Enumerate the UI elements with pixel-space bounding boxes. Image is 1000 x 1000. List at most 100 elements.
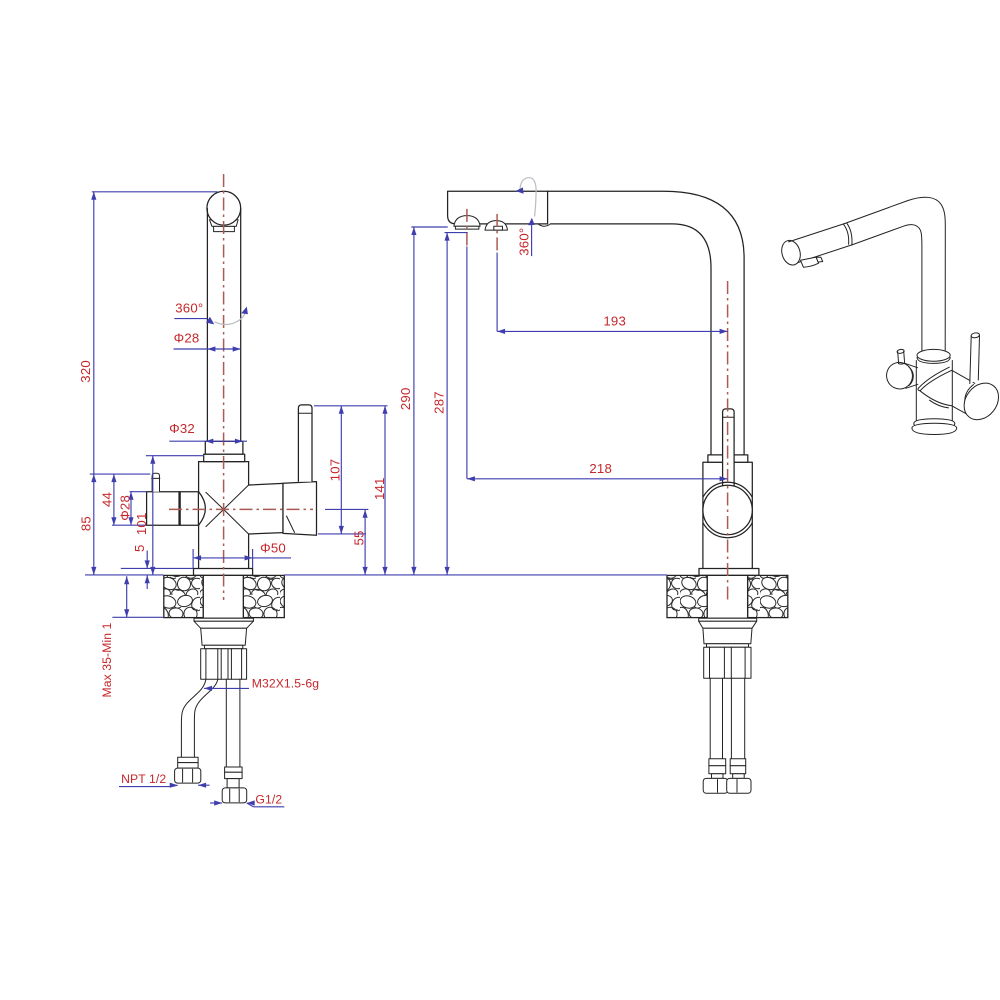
front-right-handle-line-2: [286, 515, 295, 533]
front-left-handle-rect-2: [178, 491, 200, 526]
front-mounting-path-3: [200, 627, 248, 646]
front-left-handle-rect-1: [145, 491, 181, 526]
dim-phi28-handle-polygon-4: [128, 517, 134, 526]
iso-body-path-2: [916, 357, 951, 364]
side-countertop-rect-2: [746, 574, 789, 619]
dim-phi28-handle-label: Φ28: [118, 495, 133, 521]
iso-body-ellipse-1: [916, 348, 951, 362]
dim-320-label: 320: [78, 360, 93, 383]
dim-218-label: 218: [589, 461, 612, 476]
dim-287-polygon-3: [444, 232, 450, 241]
dim-5: 5: [120, 544, 194, 589]
dim-193: 193: [496, 252, 728, 334]
dim-360-side-path-3: [519, 177, 537, 217]
dim-npt: NPT 1/2: [119, 772, 210, 788]
dim-44-polygon-3: [111, 474, 117, 483]
side-view: [446, 190, 789, 794]
side-hoses-rect-12: [726, 777, 752, 794]
dim-193-polygon-3: [497, 328, 506, 334]
front-countertop-rect-1: [163, 574, 204, 619]
dim-193-label: 193: [603, 313, 626, 328]
dim-360-side: 360°: [515, 177, 537, 257]
iso-right-handle-ellipse-7: [970, 332, 980, 339]
side-hoses-rect-5: [708, 758, 727, 767]
side-base-flange: [698, 567, 760, 577]
front-countertop: [163, 574, 285, 619]
dim-55-polygon-3: [362, 509, 368, 518]
dim-phi28-spout-polygon-3: [232, 346, 241, 352]
side-spout-tube-path-2: [549, 223, 712, 456]
dim-101-polygon-3: [150, 455, 156, 464]
dim-360-side-label: 360°: [517, 228, 532, 256]
front-hose-curved-path-2: [193, 678, 219, 758]
dim-290: 290: [398, 226, 448, 575]
dim-141-label: 141: [372, 477, 387, 500]
front-countertop-rect-2: [242, 574, 285, 619]
dim-55: 55: [325, 508, 369, 575]
iso-spray-head-path-5: [846, 222, 853, 246]
iso-left-handle: [886, 348, 919, 390]
dim-85-label: 85: [79, 516, 94, 531]
dim-phi32-polygon-2: [205, 438, 214, 444]
front-body-path-3: [197, 491, 207, 526]
dim-g12-polygon-4: [246, 800, 255, 806]
dim-phi28-handle: Φ28: [118, 491, 147, 526]
iso-spray-head-ellipse-1: [781, 239, 801, 266]
dim-phi32: Φ32: [169, 421, 247, 444]
dim-phi28-spout-label: Φ28: [174, 330, 200, 345]
front-mounting-rect-4: [204, 644, 244, 650]
iso-left-handle-path-6: [897, 362, 906, 365]
front-hose-curved-rect-5: [174, 767, 202, 784]
dim-218-polygon-3: [466, 476, 475, 482]
front-right-arm-line-2: [247, 531, 284, 535]
front-right-handle: [282, 404, 318, 536]
dim-360-front: 360°: [174, 300, 248, 326]
dim-phi32-label: Φ32: [169, 421, 195, 436]
dim-phi28-spout: Φ28: [173, 330, 241, 352]
side-hoses-rect-10: [732, 773, 745, 779]
dim-360-side-polygon-2: [528, 217, 535, 226]
dim-107-polygon-3: [338, 405, 344, 414]
dim-max35-label: Max 35-Min 1: [100, 622, 114, 697]
iso-left-handle-ellipse-2: [886, 361, 913, 390]
dim-m32-polygon-2: [204, 685, 212, 691]
dim-141: 141: [372, 405, 388, 575]
dim-phi28-spout-polygon-2: [207, 346, 216, 352]
dim-320-polygon-3: [91, 191, 97, 200]
iso-spray-head-path-4: [843, 223, 850, 245]
front-hose-straight: [221, 678, 248, 804]
iso-spray-head: [781, 222, 853, 268]
iso-spray-head-line-2: [788, 223, 845, 243]
front-mounting-path-2: [193, 620, 254, 629]
side-mounting-path-2: [698, 620, 758, 629]
dim-phi50-polygon-4: [193, 555, 202, 561]
dim-101: 101: [134, 455, 204, 575]
dim-85-polygon-2: [91, 474, 97, 483]
dim-85: 85: [79, 473, 151, 531]
iso-body-path-6: [911, 422, 958, 435]
dim-44: 44: [100, 474, 147, 526]
iso-body: [911, 348, 958, 435]
iso-left-handle-ellipse-5: [896, 348, 905, 354]
side-hoses-rect-11: [702, 777, 729, 794]
iso-spout-path-1: [843, 196, 946, 352]
side-mounting-rect-4: [706, 643, 749, 648]
dim-55-label: 55: [352, 530, 367, 545]
side-hoses-rect-9: [711, 773, 724, 779]
dim-44-polygon-4: [111, 517, 117, 526]
dim-218: 218: [466, 246, 728, 482]
dim-287-label: 287: [431, 391, 446, 414]
dim-g12-polygon-2: [214, 800, 223, 806]
side-spout-tube-path-3: [537, 223, 551, 227]
dim-max35-polygon-4: [124, 609, 130, 618]
side-countertop-rect-1: [666, 574, 708, 619]
dimensions: 320 85 44 Φ28 101: [78, 177, 728, 808]
dim-phi28-handle-polygon-3: [128, 491, 134, 500]
dim-360-front-label: 360°: [175, 300, 203, 315]
isometric-view: [781, 196, 1000, 435]
side-hoses: [702, 677, 752, 794]
front-hose-curved-path-1: [180, 678, 207, 758]
front-hose-curved-rect-4: [177, 762, 199, 769]
